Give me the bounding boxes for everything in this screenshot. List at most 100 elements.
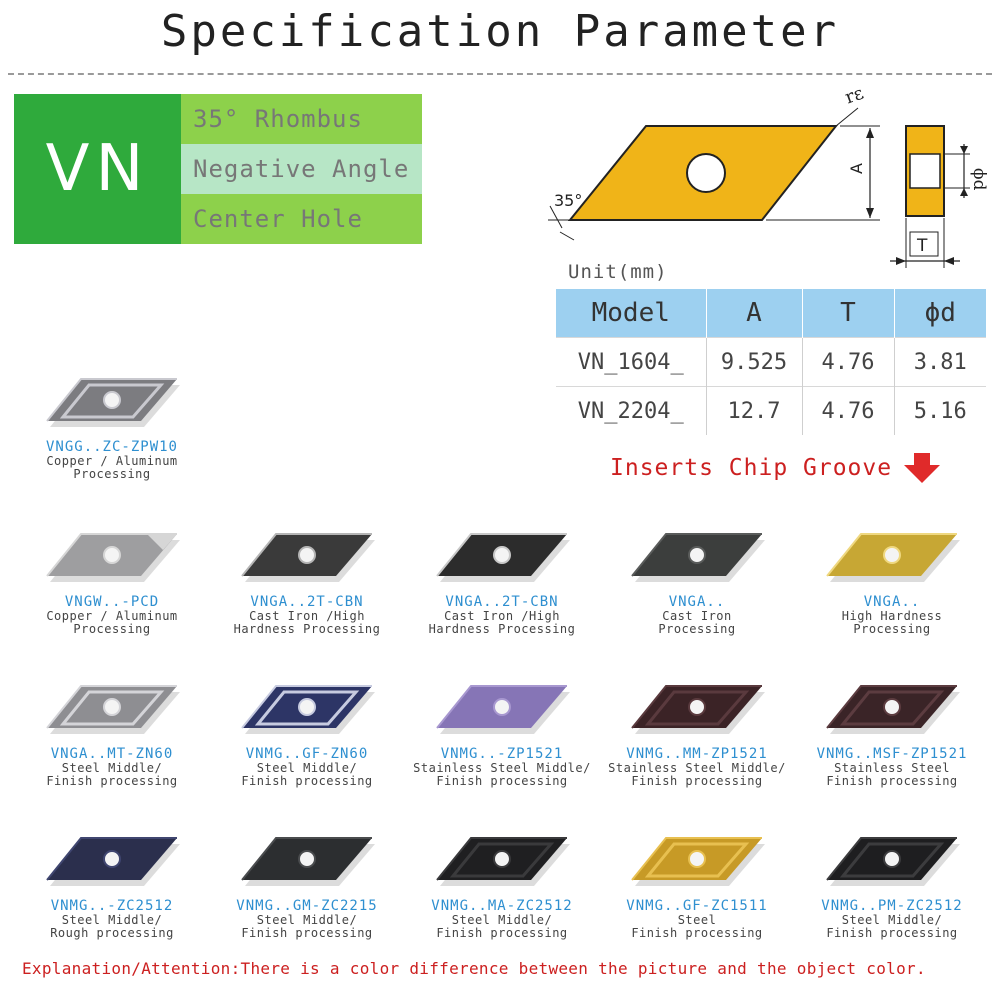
product-model: VNMG..MSF-ZP1521 — [816, 746, 968, 762]
product-model: VNMG..-ZP1521 — [440, 746, 564, 762]
title-divider — [8, 73, 992, 75]
spec-table: Model A T ϕd VN_1604_ 9.525 4.76 3.81 VN… — [556, 289, 986, 435]
insert-image — [631, 533, 765, 582]
vn-feature-shape: 35° Rhombus — [181, 94, 422, 144]
insert-hole — [103, 391, 121, 409]
product-description: Finish processing — [826, 926, 958, 940]
arrow-down-icon — [904, 453, 941, 483]
angle-label: 35° — [554, 191, 582, 210]
header-model: Model — [556, 289, 706, 338]
insert-image — [46, 533, 180, 582]
cell-a: 12.7 — [705, 386, 802, 435]
product-description: Stainless Steel — [834, 761, 950, 775]
table-row: VN_1604_ 9.525 4.76 3.81 — [556, 337, 986, 387]
product-model: VNGA..2T-CBN — [445, 594, 559, 610]
cell-model: VN_2204_ — [556, 386, 706, 435]
center-hole-shape — [686, 153, 726, 193]
cell-a: 9.525 — [705, 337, 802, 387]
product-description: Processing — [658, 622, 736, 636]
product-model: VNMG..GF-ZC1511 — [626, 898, 768, 914]
product-description: Copper / Aluminum — [46, 609, 178, 623]
radius-label: rε — [842, 83, 866, 109]
radius-leader — [835, 107, 859, 127]
chip-groove-shape — [59, 690, 165, 726]
d-arrow-top — [960, 146, 968, 154]
t-label-box — [909, 231, 939, 257]
product-description: Processing — [853, 622, 931, 636]
insert-image — [826, 837, 960, 886]
product-model: VNGA.. — [863, 594, 921, 610]
product-description: Finish processing — [826, 774, 958, 788]
insert-hole — [298, 546, 316, 564]
chip-groove-shape — [644, 690, 750, 726]
insert-image — [436, 533, 570, 582]
product-description: Steel Middle/ — [451, 913, 553, 927]
product-description: Cast Iron /High — [444, 609, 560, 623]
product-description: Finish processing — [46, 774, 178, 788]
product-description: High Hardness — [841, 609, 943, 623]
product-description: Hardness Processing — [428, 622, 576, 636]
insert-image — [46, 685, 180, 734]
product-model: VNMG..-ZC2512 — [50, 898, 174, 914]
vn-badge: VN — [14, 94, 181, 244]
product-model: VNMG..MM-ZP1521 — [626, 746, 768, 762]
product-description: Steel Middle/ — [841, 913, 943, 927]
header-t: T — [801, 289, 894, 338]
product-model: VNGG..ZC-ZPW10 — [45, 439, 178, 455]
spec-header-row: Model A T ϕd — [556, 289, 986, 338]
insert-image — [46, 378, 180, 427]
d-label: ϕd — [969, 168, 989, 191]
insert-image — [436, 685, 570, 734]
unit-label: Unit(mm) — [568, 261, 668, 283]
product-model: VNMG..PM-ZC2512 — [821, 898, 963, 914]
angle-arrow-right — [559, 231, 575, 241]
chip-groove-heading: Inserts Chip Groove — [610, 453, 941, 483]
product-description: Finish processing — [631, 926, 763, 940]
insert-side-view-diagram: ϕd T — [890, 125, 989, 268]
insert-hole — [883, 698, 901, 716]
vn-feature-hole: Center Hole — [181, 194, 422, 244]
insert-image — [826, 685, 960, 734]
product-description: Steel Middle/ — [61, 761, 163, 775]
header-d: ϕd — [893, 289, 986, 338]
product-description: Cast Iron /High — [249, 609, 365, 623]
cell-model: VN_1604_ — [556, 337, 706, 387]
product-model: VNGW..-PCD — [64, 594, 160, 610]
insert-hole — [688, 850, 706, 868]
a-arrow-top — [866, 128, 874, 138]
product-description: Stainless Steel Middle/ — [608, 761, 786, 775]
product-description: Finish processing — [241, 774, 373, 788]
product-description: Rough processing — [50, 926, 174, 940]
product-description: Finish processing — [436, 926, 568, 940]
insert-hole — [493, 546, 511, 564]
product-description: Steel — [677, 913, 717, 927]
table-row: VN_2204_ 12.7 4.76 5.16 — [556, 386, 986, 435]
insert-hole — [688, 698, 706, 716]
product-description: Finish processing — [436, 774, 568, 788]
page-title: Specification Parameter — [160, 6, 840, 57]
product-description: Steel Middle/ — [61, 913, 163, 927]
header-a: A — [705, 289, 802, 338]
product-model: VNMG..MA-ZC2512 — [431, 898, 573, 914]
product-description: Processing — [73, 467, 151, 481]
product-description: Steel Middle/ — [256, 913, 358, 927]
product-model: VNGA..2T-CBN — [250, 594, 364, 610]
insert-hole — [103, 698, 121, 716]
t-arrow-left — [896, 257, 906, 265]
product-description: Finish processing — [241, 926, 373, 940]
insert-hole — [883, 546, 901, 564]
t-label: T — [916, 236, 928, 256]
cell-d: 5.16 — [893, 386, 986, 435]
insert-hole — [493, 698, 511, 716]
insert-image — [631, 837, 765, 886]
